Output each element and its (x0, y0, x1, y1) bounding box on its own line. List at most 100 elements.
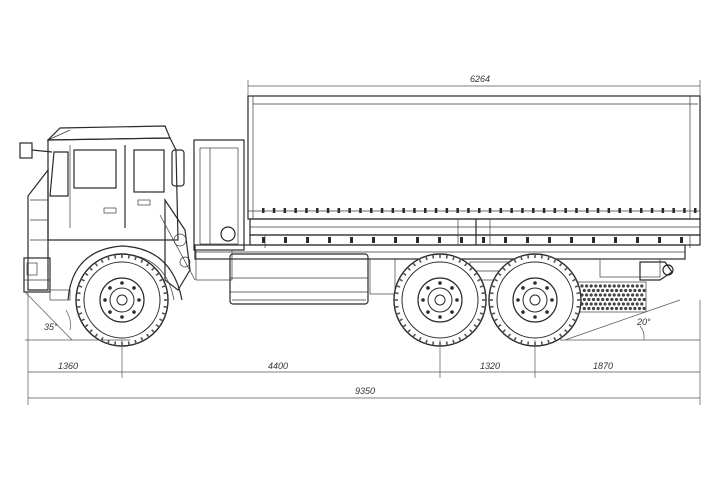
floor-hook (570, 237, 573, 243)
mudflap-texture (612, 284, 616, 288)
mudflap-texture (598, 284, 603, 288)
mudflap-texture (631, 302, 635, 306)
floor-hook (438, 237, 441, 243)
approach-angle: 35° (44, 322, 58, 332)
tarp-tie (586, 208, 589, 213)
mudflap-texture (610, 297, 614, 302)
tarp-tie (553, 208, 557, 213)
mudflap-texture (617, 293, 621, 297)
cab (19, 125, 196, 301)
tarp-tie (262, 208, 265, 213)
mudflap-texture (603, 293, 607, 297)
mudflap-texture (628, 297, 632, 302)
tarp-tie (694, 208, 697, 213)
tarp-tie (629, 208, 632, 213)
mudflap-texture (594, 284, 598, 288)
mudflap-texture (626, 284, 630, 288)
mudflap-texture (605, 288, 609, 293)
mudflap-texture (631, 293, 635, 297)
tarp-tie (532, 208, 535, 213)
mudflap-texture (619, 297, 623, 302)
mudflap-texture (624, 306, 628, 311)
tarp-tie (370, 208, 373, 213)
floor-hook (284, 237, 287, 243)
mudflap-texture (614, 288, 619, 293)
spare-wheel-cradle (193, 139, 245, 281)
tarp-tie (272, 208, 276, 213)
mudflap-texture (603, 302, 607, 306)
floor-hook (306, 237, 309, 243)
floor-hook (460, 237, 463, 243)
mudflap-texture (608, 302, 612, 306)
tarp-tie (380, 208, 384, 213)
mudflap-texture (631, 284, 635, 288)
mudflap-texture (624, 297, 628, 302)
tarp-tie (683, 208, 686, 213)
floor-hook (548, 237, 551, 243)
mudflap-texture (585, 293, 589, 297)
floor-hook (658, 237, 661, 243)
tarp-tie (521, 208, 524, 213)
mudflap-texture (589, 284, 593, 288)
mudflap-texture (587, 297, 591, 302)
mudflap-texture (614, 297, 619, 302)
floor-hook (592, 237, 595, 243)
mudflap-texture (594, 293, 598, 297)
mudflap-texture (640, 293, 644, 297)
mudflap-texture (637, 288, 642, 293)
floor-hook (614, 237, 617, 243)
mudflap-texture (635, 284, 639, 288)
floor-hook (680, 237, 683, 243)
floor-hook (394, 237, 397, 243)
mudflap-texture (617, 302, 621, 306)
mudflap-texture (605, 306, 609, 311)
mudflap-texture (621, 302, 626, 306)
tarp-tie (424, 208, 427, 213)
mudflap-texture (591, 306, 596, 311)
mudflap-texture (582, 297, 586, 302)
tarp-tie (294, 208, 297, 213)
mudflap-texture (605, 297, 609, 302)
dim-rear-overhang: 1870 (593, 361, 613, 371)
mudflap-texture (626, 293, 630, 297)
mudflap-texture (608, 284, 612, 288)
mudflap-texture (614, 306, 619, 311)
mudflap-texture (635, 302, 639, 306)
tarp-tie (575, 208, 578, 213)
tarp-tie (456, 208, 459, 213)
floor-hook (372, 237, 375, 243)
mudflap-texture (624, 288, 628, 293)
mudflap-texture (587, 306, 591, 311)
mudflap-texture (642, 297, 646, 302)
mudflap-texture (619, 306, 623, 311)
tarp-tie (326, 208, 330, 213)
tarp-tie (618, 208, 621, 213)
floor-hook (504, 237, 507, 243)
dim-wheelbase: 4400 (268, 361, 288, 371)
mudflap-texture (642, 288, 646, 293)
mudflap-texture (619, 288, 623, 293)
mudflap-texture (603, 284, 607, 288)
floor-hook (482, 237, 485, 243)
floor-hook (350, 237, 353, 243)
wheel (488, 253, 582, 347)
mudflap-texture (633, 306, 637, 311)
mudflap-texture (640, 284, 644, 288)
dim-body-length: 6264 (470, 74, 490, 84)
tarp-tie (402, 208, 405, 213)
mudflap-texture (587, 288, 591, 293)
mudflap-texture (621, 293, 626, 297)
tarp-tie (661, 208, 665, 213)
tarp-tie (672, 208, 675, 213)
mudflap-texture (601, 297, 605, 302)
mudflap-texture (626, 302, 630, 306)
tarp-tie (488, 208, 492, 213)
tarp-tie (359, 208, 362, 213)
tarp-tie (283, 208, 287, 213)
tarp-tie (337, 208, 341, 213)
mudflap-texture (642, 306, 646, 311)
tarp-tie (478, 208, 481, 213)
mudflap-texture (633, 297, 637, 302)
dimensions: 6264 1360 4400 1320 1870 9350 35° 20° (24, 74, 701, 405)
